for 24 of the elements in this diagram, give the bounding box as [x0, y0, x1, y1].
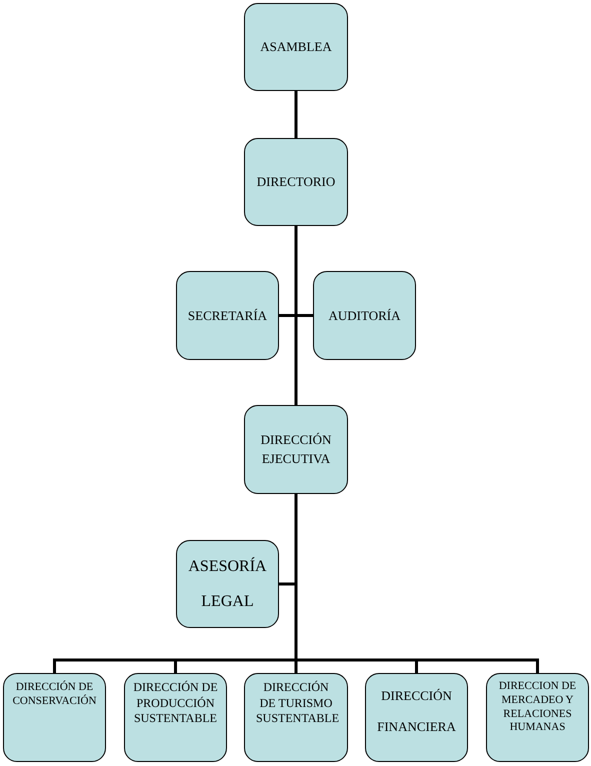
- org-box: [244, 673, 348, 762]
- org-box: [244, 405, 348, 494]
- box-label: ASESORÍA LEGAL: [188, 556, 268, 612]
- org-box: [313, 271, 416, 360]
- connector-line: [294, 91, 298, 138]
- box-label: SECRETARÍA: [188, 308, 268, 324]
- connector-line: [294, 494, 539, 673]
- box-label: DIRECCIÓN DE PRODUCCIÓN SUSTENTABLE: [132, 680, 219, 727]
- box-label: DIRECCIÓN EJECUTIVA: [260, 431, 332, 468]
- box-label: DIRECCION DE MERCADEO Y RELACIONES HUMANAS: [498, 680, 578, 735]
- box-label: DIRECCIÓN DE TURISMO SUSTENTABLE: [256, 680, 336, 727]
- org-box: [176, 540, 279, 628]
- org-box: [3, 673, 106, 762]
- org-box: [176, 271, 279, 360]
- box-label: ASAMBLEA: [260, 39, 332, 55]
- org-box: [365, 673, 468, 762]
- org-box: [244, 3, 348, 91]
- box-label: DIRECTORIO: [256, 174, 336, 190]
- box-label: DIRECCIÓN FINANCIERA: [376, 687, 456, 736]
- org-box: [244, 138, 348, 226]
- box-label: AUDITORÍA: [328, 308, 400, 324]
- box-label: DIRECCIÓN DE CONSERVACIÓN: [12, 680, 98, 709]
- org-box: [486, 673, 589, 762]
- org-box: [124, 673, 227, 762]
